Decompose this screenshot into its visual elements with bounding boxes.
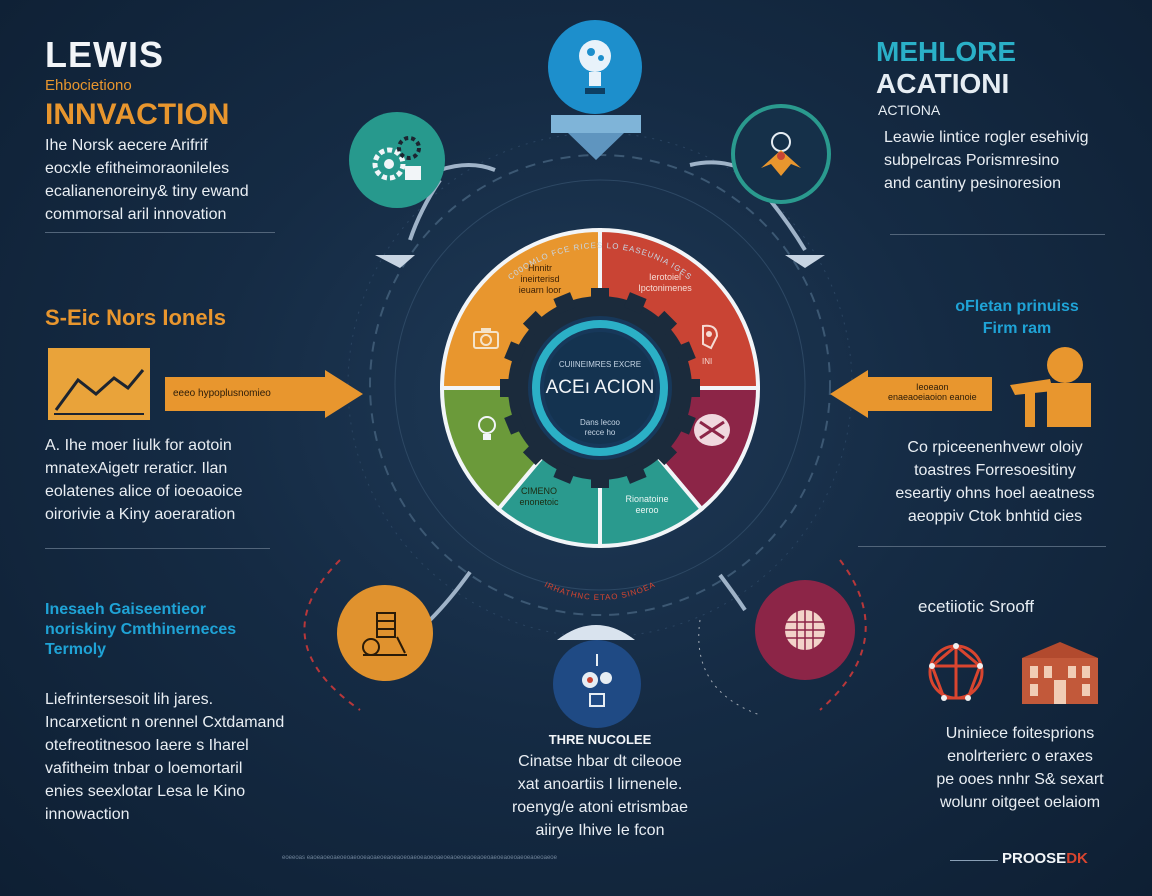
- segment-red-label: Ierotoiel Ipctonimenes: [638, 272, 692, 293]
- tools-icon: [697, 322, 723, 357]
- gear-tooth: [553, 292, 577, 314]
- gear-tooth: [674, 341, 696, 365]
- shield-tools-icon: [692, 412, 732, 453]
- left-lower-desc: Liefrintersesoit lih jares. Incarxeticnt…: [45, 691, 285, 823]
- top-node-icon[interactable]: [548, 20, 642, 114]
- right-arrow: Ieoeaon enaeaoeiaoion eanoie: [830, 370, 992, 425]
- segment-orange-label: Hnnitr ineirterisd ieuarn loor: [518, 263, 562, 295]
- right-section-heading: oFletan prinuiss Firm ram: [955, 298, 1079, 337]
- footer-logo: PROOSEDK: [1002, 850, 1088, 867]
- top-right-node-icon[interactable]: [731, 104, 831, 204]
- left-subtitle: Ehbocietiono: [45, 77, 132, 94]
- right-desc: Co rpiceenenhvewr oloiy toastres Forreso…: [895, 439, 1095, 525]
- right-lower-desc: Uniniece foitesprions enolrterierc o era…: [936, 725, 1104, 811]
- left-heading: INNVACTION: [45, 98, 230, 131]
- right-subtitle: ACTIONA: [878, 102, 941, 118]
- camera-icon: [472, 326, 500, 357]
- bottom-center-title: THRE NUCOLEE: [548, 732, 652, 747]
- right-arrow-label: Ieoeaon enaeaoeiaoion eanoie: [888, 382, 977, 402]
- globe-grid-icon: [785, 610, 825, 650]
- gear-tooth: [500, 379, 516, 397]
- ring-bottom-text: IRHATHNC ETAO SINOEA: [543, 580, 656, 600]
- gear-tooth: [653, 441, 678, 466]
- bulb-icon: [476, 414, 498, 449]
- gear-tooth: [653, 310, 678, 335]
- right-divider-top: [890, 234, 1105, 235]
- footer-logo-accent: DK: [1066, 850, 1088, 867]
- gear-tooth: [674, 411, 696, 435]
- wheel-outer-rim: [440, 228, 760, 548]
- right-title: MEHLORE ACATIONI: [876, 36, 1016, 99]
- bottom-center-node-icon[interactable]: [553, 640, 641, 728]
- core-title: ACEı ACION: [545, 377, 655, 398]
- left-title: LEWIS: [45, 34, 164, 75]
- left-desc: A. Ihe moer Iiulk for aotoin mnatexAiget…: [45, 437, 243, 523]
- gears-icon: [372, 136, 421, 181]
- central-wheel: [440, 228, 760, 548]
- bottom-left-node-icon[interactable]: [337, 585, 433, 681]
- core-sub-text: Dans lecoo recce ho: [579, 418, 621, 437]
- lab-equipment-icon: [362, 612, 407, 656]
- svg-text:IRHATHNC ETAO SINOEA: IRHATHNC ETAO SINOEA: [543, 580, 657, 600]
- left-section-heading: S-Eic Nors Ionels: [45, 305, 226, 330]
- left-arrow-label: eeeo hypoplusnomieo: [173, 388, 271, 399]
- left-divider-top: [45, 232, 275, 233]
- trend-line-icon: [54, 369, 145, 415]
- left-divider-mid: [45, 548, 270, 549]
- gear-tooth: [684, 379, 700, 397]
- right-lower-heading: ecetiiotic Srooff: [918, 597, 1034, 616]
- network-icon: [918, 636, 994, 713]
- person-idea-icon: [761, 132, 801, 176]
- segment-teal-label: Rionatoine eeroo: [625, 494, 669, 515]
- gear-tooth: [591, 472, 609, 488]
- right-intro: Leawie lintice rogler esehivig subpelrca…: [884, 129, 1089, 192]
- gear-tooth: [623, 462, 647, 484]
- footer-logo-rule: [950, 860, 998, 861]
- segment-red-icon-text: INI: [702, 357, 713, 366]
- gear-tooth: [504, 341, 526, 365]
- bottom-center-desc: Cinatse hbar dt cileooe xat anoartiis I …: [511, 753, 689, 839]
- building-icon: [1014, 640, 1106, 711]
- left-lower-heading: Inesaeh Gaiseentieor noriskiny Cmthinern…: [45, 601, 237, 658]
- robot-head-icon: [582, 654, 612, 707]
- core-small-text: CUIINEIMRES EXCRE: [558, 360, 642, 369]
- footer-logo-text: PROOSE: [1002, 850, 1067, 867]
- gear-tooth: [522, 310, 547, 335]
- lightbulb-head-icon: [579, 40, 611, 94]
- top-left-node-icon[interactable]: [349, 112, 445, 208]
- gear-tooth: [522, 441, 547, 466]
- segment-green-label: CIMENO enonetoic: [519, 486, 559, 507]
- trend-chart-card: [48, 348, 150, 420]
- left-intro: Ihe Norsk aecere Arifrif eocxle efitheim…: [45, 137, 249, 223]
- gear-tooth: [623, 292, 647, 314]
- gear-tooth: [553, 462, 577, 484]
- footer-fine-print: eoeeoas eaoeaoeoaeoeoaeooeaoaeoeaoeaoeoa…: [282, 855, 557, 861]
- bottom-right-node-icon[interactable]: [755, 580, 855, 680]
- presenter-icon: [1005, 345, 1100, 432]
- gear-ring: [500, 288, 700, 488]
- gear-tooth: [504, 411, 526, 435]
- gear-tooth: [591, 288, 609, 304]
- ring-text: C00OMLO FCE RICES LO EASEUNIA IGES IRHAT…: [506, 241, 693, 600]
- left-arrow: eeeo hypoplusnomieo: [165, 370, 365, 425]
- right-divider-mid: [858, 546, 1106, 547]
